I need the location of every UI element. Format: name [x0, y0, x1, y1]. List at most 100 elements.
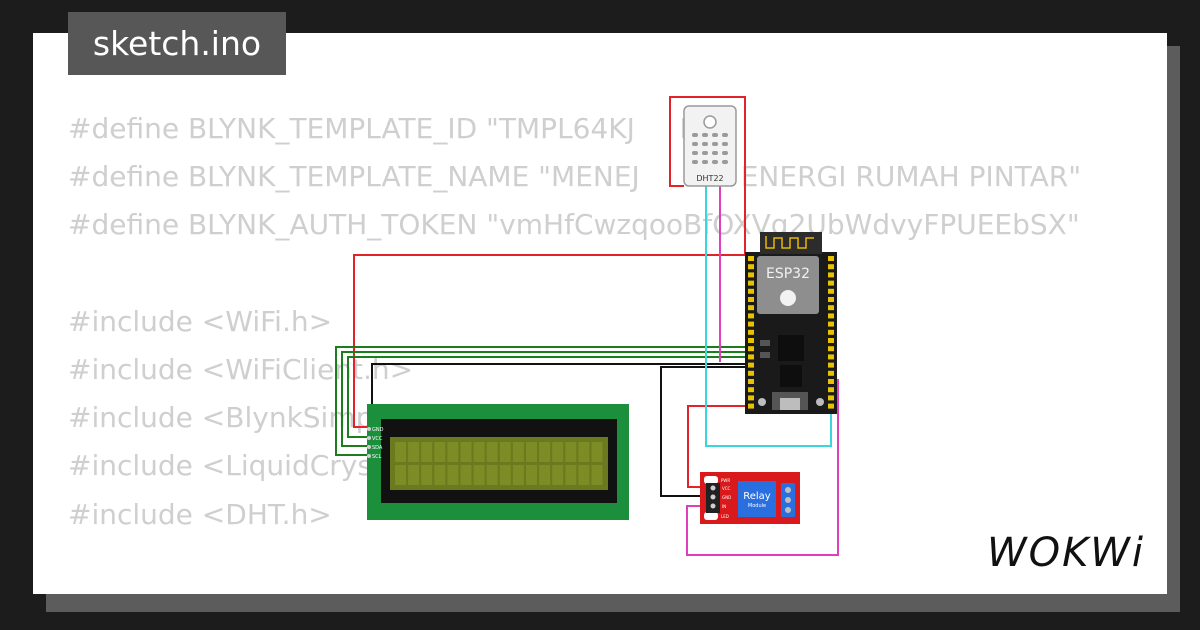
esp32-pin-left — [748, 370, 754, 376]
esp32-pin-left — [748, 280, 754, 286]
esp32-pin-right — [828, 387, 834, 393]
esp32-pin-right — [828, 354, 834, 360]
esp32-label: ESP32 — [766, 266, 810, 282]
esp32-pin-left — [748, 305, 754, 311]
wires — [335, 96, 839, 556]
relay-led-led-label: LED — [721, 514, 729, 519]
relay-pin-in: IN — [722, 504, 726, 509]
wire-red-dht — [669, 96, 746, 255]
lcd-cell — [447, 442, 459, 462]
esp32-board[interactable]: ESP32 — [745, 232, 837, 414]
lcd-cell — [486, 465, 498, 485]
esp32-pin-left — [748, 403, 754, 409]
sketch-filename-label: sketch.ino — [68, 12, 286, 75]
esp32-pin-left — [748, 354, 754, 360]
esp32-pin-right — [828, 272, 834, 278]
esp32-button-en[interactable] — [758, 398, 766, 406]
usb-port — [780, 398, 800, 410]
esp32-pin-right — [828, 362, 834, 368]
wire-magenta-relay — [686, 379, 839, 556]
esp32-pin-left — [748, 395, 754, 401]
esp32-pin-left — [748, 272, 754, 278]
esp32-button-boot[interactable] — [816, 398, 824, 406]
lcd-cell — [565, 442, 577, 462]
esp32-pin-headers — [748, 256, 834, 409]
lcd-cell — [539, 465, 551, 485]
lcd-cell — [539, 442, 551, 462]
relay-subtitle: Module — [748, 503, 766, 509]
wire-green-2 — [341, 351, 745, 447]
lcd-cell — [512, 465, 524, 485]
relay-led-pwr-label: PWR — [721, 478, 730, 483]
esp32-pin-right — [828, 395, 834, 401]
lcd-cell — [408, 442, 420, 462]
lcd-cell — [512, 442, 524, 462]
esp32-pin-left — [748, 379, 754, 384]
lcd-pin-vcc: VCC — [372, 436, 383, 442]
esp32-pin-left — [748, 329, 754, 335]
esp32-pin-left — [748, 338, 754, 343]
esp32-pin-right — [828, 346, 834, 352]
lcd-cell — [526, 465, 537, 485]
lcd-cell — [460, 442, 472, 462]
relay-pin-gnd: GND — [722, 495, 731, 500]
esp32-pin-left — [748, 387, 754, 393]
esp32-pin-left — [748, 313, 754, 319]
esp32-antenna — [765, 236, 814, 249]
relay-module[interactable]: PWR LED VCC GND IN Relay Module — [700, 472, 800, 524]
esp32-pin-right — [828, 321, 834, 327]
lcd-cell — [552, 465, 564, 485]
relay-title: Relay — [743, 491, 771, 502]
wire-red-lcd — [353, 254, 745, 428]
esp32-pin-right — [828, 403, 834, 409]
relay-led-led-icon — [704, 512, 718, 520]
esp32-pin-right — [828, 305, 834, 311]
lcd-cell — [565, 465, 577, 485]
lcd-cell — [526, 442, 537, 462]
code-line: #define DHTPIN 13 — [68, 587, 1133, 595]
esp32-pin-right — [828, 313, 834, 319]
esp32-pin-left — [748, 362, 754, 368]
relay-pin-vcc: VCC — [722, 486, 731, 491]
dht22-label: DHT22 — [696, 174, 723, 183]
lcd-cell — [434, 442, 446, 462]
dht22-grille — [692, 133, 728, 164]
dht22-sensor[interactable]: DHT22 — [683, 105, 737, 187]
lcd-cell — [591, 465, 603, 485]
relay-led-pwr-icon — [704, 476, 718, 484]
wire-green-3 — [347, 356, 745, 438]
code-line: #include <DHT.h> — [68, 497, 332, 531]
lcd-cell — [395, 442, 406, 462]
esp32-pin-right — [828, 288, 834, 294]
lcd-cell — [591, 442, 603, 462]
lcd-cell — [486, 442, 498, 462]
lcd-cell — [447, 465, 459, 485]
lcd-pin-scl: SCL — [372, 454, 382, 460]
lcd-cell — [578, 465, 590, 485]
esp32-pin-right — [828, 370, 834, 376]
lcd-cell — [434, 465, 446, 485]
lcd-cell — [473, 465, 485, 485]
esp32-pin-left — [748, 321, 754, 327]
esp32-pin-left — [748, 264, 754, 270]
wire-black-relay — [660, 366, 745, 497]
espressif-logo-icon — [780, 290, 796, 306]
lcd-cell — [473, 442, 485, 462]
esp32-pin-right — [828, 264, 834, 270]
esp32-pin-right — [828, 280, 834, 286]
lcd-cell — [408, 465, 420, 485]
lcd-cell — [499, 465, 511, 485]
esp32-pin-left — [748, 256, 754, 261]
esp32-pin-right — [828, 329, 834, 335]
lcd-cell — [421, 465, 433, 485]
lcd-character-cells — [395, 442, 603, 485]
lcd-pin-sda: SDA — [372, 445, 383, 451]
lcd-pin-gnd: GND — [372, 427, 384, 433]
lcd-display[interactable]: GND VCC SDA SCL — [367, 404, 629, 520]
lcd-cell — [499, 442, 511, 462]
code-line: #include <WiFiClient.h> — [68, 352, 414, 386]
esp32-pin-left — [748, 346, 754, 352]
esp32-pin-left — [748, 288, 754, 294]
esp32-pin-right — [828, 297, 834, 302]
